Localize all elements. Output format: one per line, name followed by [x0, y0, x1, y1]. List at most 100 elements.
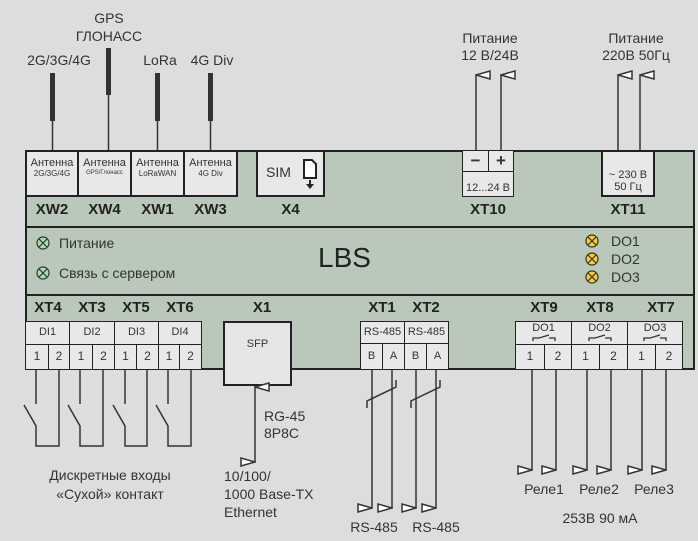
pin-label: 1: [165, 349, 173, 363]
relay-contact-icon: [587, 334, 612, 341]
sfp-cable-line2: 8P8C: [264, 425, 300, 441]
connector-label-xt4: XT4: [34, 299, 62, 316]
twisted-pair-icon-1: [366, 380, 397, 408]
led-indicator-icon: [36, 266, 50, 280]
connector-label-xt5: XT5: [122, 299, 150, 316]
sfp-cable-line1: RG-45: [264, 408, 306, 424]
power-ac-line1: ~ 230 В: [608, 169, 648, 181]
relay-rating: 253В 90 мА: [562, 510, 638, 526]
led-indicator-icon: [585, 233, 599, 248]
antenna-label-2g3g4g: 2G/3G/4G: [27, 52, 91, 68]
indicator-do3-label: DO3: [611, 268, 640, 285]
power-ac-terminal[interactable]: ~ 230 В 50 Гц: [601, 150, 655, 197]
antenna-icon-gps: [106, 48, 111, 150]
indicator-server: Связь с сервером: [36, 264, 175, 282]
led-indicator-icon: [585, 269, 599, 284]
led-indicator-icon: [585, 251, 599, 266]
relay2-caption: Реле2: [579, 481, 619, 497]
sfp-port[interactable]: SFP: [223, 321, 292, 386]
pin-label: 1: [638, 349, 645, 363]
indicator-do3: DO3: [585, 268, 640, 285]
dry-contact-switch-4: [155, 370, 192, 447]
relay-do3-pin-1[interactable]: 1: [627, 344, 656, 370]
rs485-2-name: RS-485: [407, 326, 446, 338]
connector-label-xw1: XW1: [141, 201, 174, 218]
relay3-caption: Реле3: [634, 481, 674, 497]
di3-header: DI3: [114, 321, 159, 345]
dry-contact-switch-1: [23, 370, 60, 447]
indicator-do2-label: DO2: [611, 250, 640, 267]
antenna-box-xw4[interactable]: Антенна GPS/Глонасс: [77, 150, 132, 197]
di-caption-line2: «Сухой» контакт: [56, 486, 164, 502]
pin-label: 2: [55, 349, 63, 363]
relay-do3-name: DO3: [643, 322, 667, 334]
di2-pin-1[interactable]: 1: [69, 344, 93, 370]
relay-do2-pin-1[interactable]: 1: [571, 344, 600, 370]
sim-slot[interactable]: SIM: [256, 150, 325, 197]
di3-pin-2[interactable]: 2: [136, 344, 159, 370]
twisted-pair-icon-2: [410, 380, 441, 408]
antenna-box-title: Антенна: [83, 157, 126, 169]
connector-label-xt3: XT3: [78, 299, 106, 316]
di4-header: DI4: [158, 321, 202, 345]
antenna-label-4gdiv: 4G Div: [190, 52, 234, 68]
pin-label: 1: [526, 349, 534, 363]
pin-label: 1: [33, 349, 41, 363]
di2-pin-2[interactable]: 2: [92, 344, 115, 370]
ethernet-line1: 10/100/: [224, 468, 271, 484]
di4-pin-2[interactable]: 2: [179, 344, 202, 370]
di4-name: DI4: [171, 326, 189, 338]
antenna-icon-4gdiv: [208, 73, 213, 150]
antenna-label-gps-line1: GPS: [94, 10, 124, 26]
antenna-box-xw3[interactable]: Антенна 4G Div: [183, 150, 238, 197]
pin-label: 2: [144, 349, 151, 363]
power-ac-title-line1: Питание: [608, 30, 664, 46]
di1-header: DI1: [25, 321, 70, 345]
di2-name: DI2: [83, 326, 101, 338]
connector-label-xt2: XT2: [412, 299, 440, 316]
pin-label: 1: [122, 349, 129, 363]
connector-label-xw3: XW3: [194, 201, 227, 218]
antenna-box-sub: 4G Div: [198, 169, 223, 178]
indicator-do2: DO2: [585, 250, 640, 267]
indicator-do1: DO1: [585, 232, 640, 249]
pin-label: 2: [665, 349, 673, 363]
rs485-2-pin-a[interactable]: A: [426, 343, 449, 370]
antenna-box-xw2[interactable]: Антенна 2G/3G/4G: [25, 150, 79, 197]
relay-do1-pin-2[interactable]: 2: [544, 344, 572, 370]
antenna-box-title: Антенна: [189, 157, 232, 169]
relay-do1-name: DO1: [532, 322, 555, 334]
connector-label-x4: X4: [281, 201, 300, 218]
relay-do3-pin-2[interactable]: 2: [655, 344, 683, 370]
connector-label-xw4: XW4: [88, 201, 121, 218]
pin-label: 2: [100, 349, 107, 363]
antenna-box-sub: GPS/Глонасс: [86, 170, 123, 176]
device-name: LBS: [318, 242, 371, 273]
pin-label: B: [411, 350, 420, 362]
dry-contact-switch-2: [67, 370, 104, 447]
pin-label: 1: [582, 349, 589, 363]
rs485-2-header: RS-485: [404, 321, 449, 344]
antenna-icon-2g3g4g: [50, 73, 55, 150]
antenna-box-sub: 2G/3G/4G: [33, 169, 71, 178]
di2-header: DI2: [69, 321, 115, 345]
pin-label: 2: [187, 349, 194, 363]
antenna-box-title: Антенна: [30, 157, 74, 169]
connector-label-xw2: XW2: [35, 201, 69, 218]
pin-label: B: [367, 350, 376, 362]
pin-label: 1: [77, 349, 85, 363]
power-dc-range: 12...24 В: [462, 171, 514, 197]
pin-label: 2: [610, 349, 617, 363]
antenna-box-xw1[interactable]: Антенна LoRaWAN: [130, 150, 185, 197]
power-dc-title-line1: Питание: [462, 30, 518, 46]
antenna-label-gps-line2: ГЛОНАСС: [75, 28, 143, 44]
relay-do1-pin-1[interactable]: 1: [515, 344, 545, 370]
connector-label-xt11: XT11: [610, 201, 646, 218]
di-caption-line1: Дискретные входы: [49, 467, 171, 483]
plus-label: +: [496, 151, 506, 170]
rs485-2-caption: RS-485: [412, 519, 460, 535]
connector-label-xt8: XT8: [586, 299, 614, 316]
connector-label-xt7: XT7: [647, 299, 675, 316]
antenna-icon-lora: [155, 73, 160, 150]
